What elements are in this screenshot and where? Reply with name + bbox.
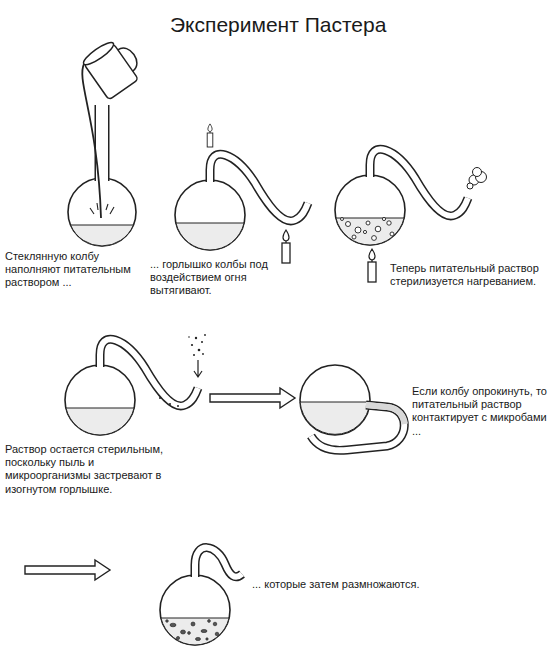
process-arrow (25, 560, 110, 580)
flask-pouring (68, 33, 147, 246)
flask-sterile (65, 334, 206, 435)
flask-tipped (300, 365, 405, 450)
caption-text: Стеклянную колбу наполняют питательным р… (5, 250, 140, 290)
flask-neck-drawing (175, 124, 308, 263)
process-arrow (210, 388, 295, 408)
caption-text: ... горлышко колбы под воздействием огня… (150, 258, 272, 298)
caption-text: Если колбу опрокинуть, то питательный ра… (412, 385, 552, 438)
caption-text: Раствор остается стерильным, поскольку п… (5, 443, 175, 496)
caption-text: Теперь питательный раствор стерилизуется… (390, 262, 552, 288)
diagram-title: Эксперимент Пастера (170, 12, 386, 37)
caption-text: ... которые затем размножаются. (252, 578, 452, 591)
flask-contaminated (160, 548, 242, 645)
